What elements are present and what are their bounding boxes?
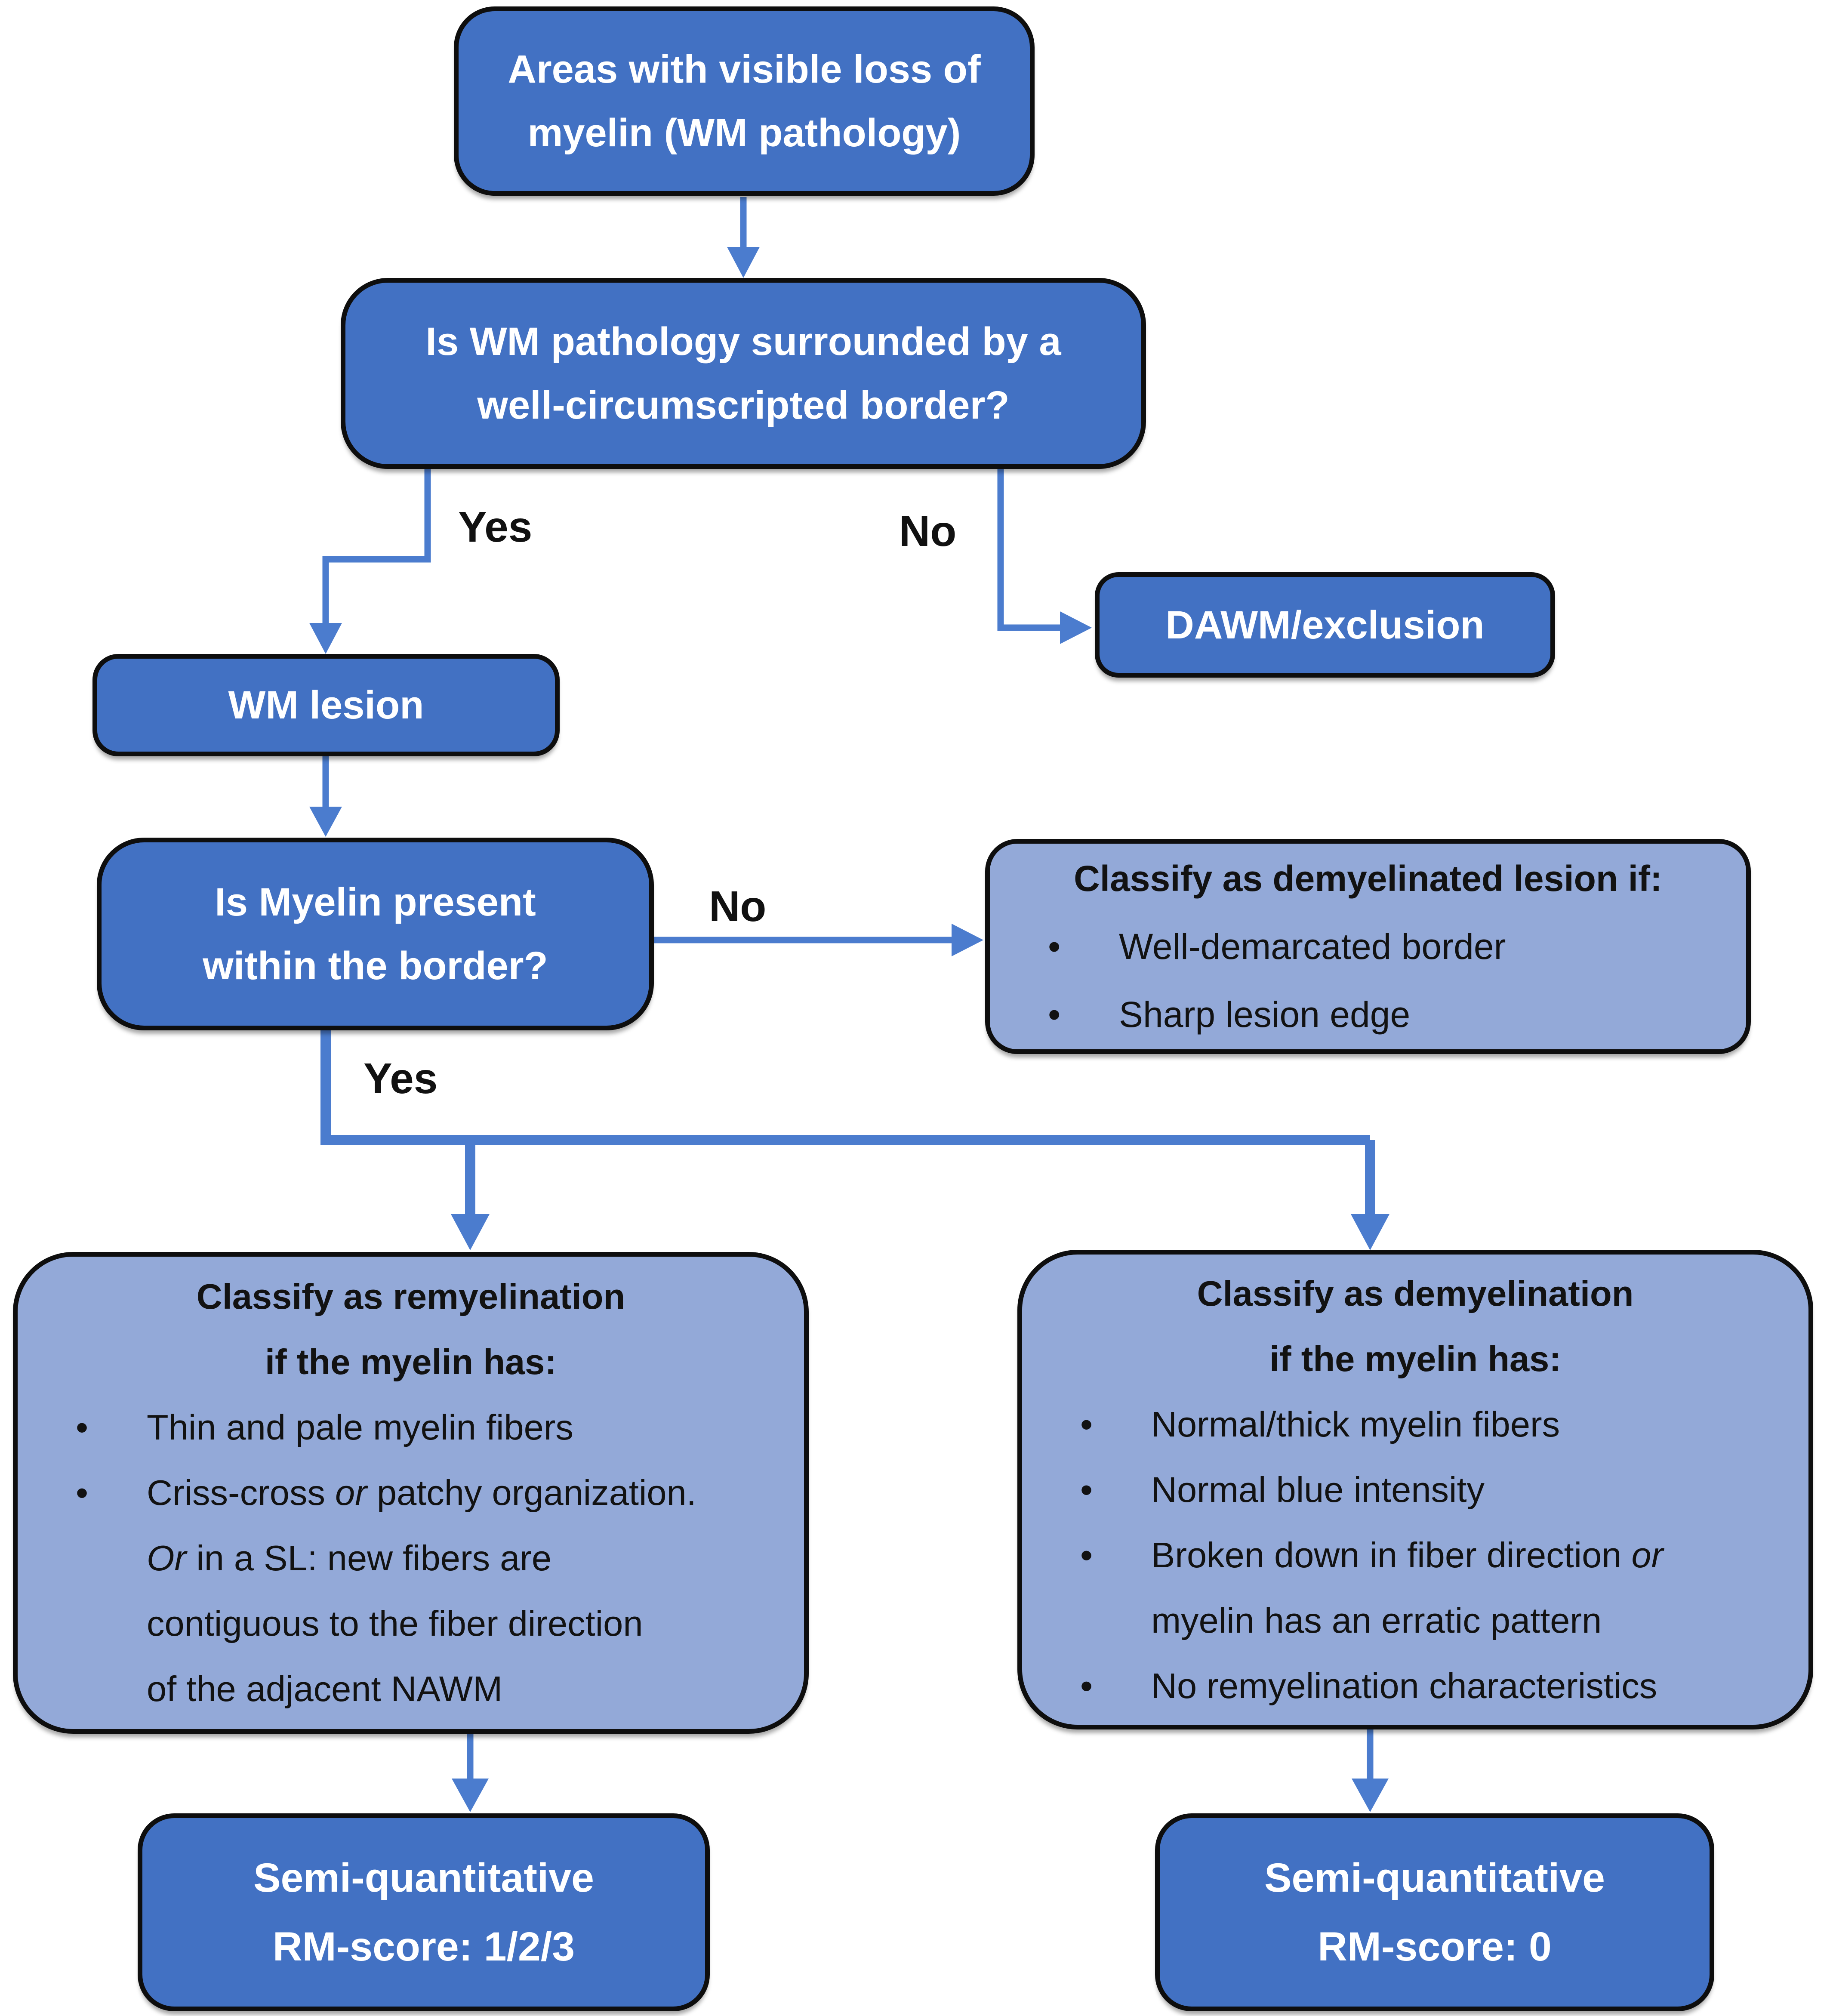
criteria-bullet: Normal/thick myelin fibers [1044,1392,1787,1457]
text-segment: in a SL: new fibers are [196,1538,552,1578]
text-segment-italic: Or [147,1538,187,1578]
arrow-no-to-demyelinated-lesion [653,924,983,956]
node-remyelination-criteria: Classify as remyelination if the myelin … [13,1252,809,1734]
arrow-areas-to-border-question [727,197,760,278]
connector-line [997,468,1061,631]
node-text-line: WM lesion [228,683,424,727]
text-segment: Criss-cross [147,1473,325,1513]
node-wm-lesion: WM lesion [92,654,560,756]
arrow-yes-to-wm-lesion [309,468,431,654]
node-text-line: within the border? [203,944,548,988]
connector-line [322,468,431,625]
criteria-continuation: Or in a SL: new fibers are [39,1526,782,1591]
node-demyelinated-lesion-criteria: Classify as demyelinated lesion if: Well… [985,839,1751,1054]
criteria-bullet: Criss-cross or patchy organization. [39,1460,782,1526]
node-myelin-question: Is Myelin present within the border? [97,838,654,1030]
arrowhead-down-icon [309,807,342,837]
criteria-bullet: Thin and pale myelin fibers [39,1395,782,1460]
arrow-no-to-dawm [997,468,1092,644]
criteria-title: if the myelin has: [265,1342,557,1382]
arrowhead-down-icon [451,1214,490,1250]
node-dawm-exclusion: DAWM/exclusion [1095,572,1555,678]
edge-label-yes-border-question: Yes [458,503,533,551]
arrowhead-down-icon [1352,1779,1389,1812]
arrowhead-down-icon [452,1779,489,1812]
node-text-line: RM-score: 0 [1318,1924,1552,1970]
criteria-title: Classify as demyelination [1197,1273,1634,1313]
text-segment: Broken down in fiber direction [1151,1535,1622,1575]
criteria-continuation: contiguous to the fiber direction [147,1603,643,1643]
node-text-line: DAWM/exclusion [1165,603,1485,647]
arrowhead-right-icon [952,924,983,956]
arrow-demyelination-to-score [1352,1729,1389,1812]
criteria-bullet: No remyelination characteristics [1044,1653,1787,1719]
criteria-continuation: myelin has an erratic pattern [1151,1600,1602,1640]
criteria-title: Classify as demyelinated lesion if: [1074,858,1662,899]
arrow-remyelination-to-score [452,1733,489,1812]
node-text-line: myelin (WM pathology) [527,111,961,155]
node-rm-score-0: Semi-quantitative RM-score: 0 [1155,1813,1714,2011]
node-areas-visible-loss: Areas with visible loss of myelin (WM pa… [454,6,1035,196]
criteria-bullet: Sharp lesion edge [1011,980,1725,1048]
edge-label-no-border-question: No [899,507,957,555]
criteria-continuation: of the adjacent NAWM [147,1669,503,1709]
node-rm-score-123: Semi-quantitative RM-score: 1/2/3 [138,1813,710,2011]
edge-label-no-myelin-question: No [709,882,767,931]
criteria-bullet: Normal blue intensity [1044,1457,1787,1523]
node-border-question: Is WM pathology surrounded by a well-cir… [341,278,1146,469]
node-text-line: Semi-quantitative [253,1855,594,1901]
yes-branch-split [320,1030,1389,1250]
criteria-title: if the myelin has: [1269,1338,1561,1379]
node-text-line: Is WM pathology surrounded by a [425,320,1061,364]
arrow-wm-lesion-to-myelin-question [309,755,342,837]
node-demyelination-criteria: Classify as demyelination if the myelin … [1017,1250,1813,1729]
text-segment-italic: or [1631,1535,1664,1575]
arrowhead-right-icon [1060,611,1092,644]
node-text-line: Semi-quantitative [1264,1855,1605,1901]
criteria-title: Classify as remyelination [196,1276,625,1316]
node-text-line: Is Myelin present [215,880,536,924]
text-segment: patchy organization. [376,1473,696,1513]
node-text-line: well-circumscripted border? [477,383,1010,427]
text-segment-italic: or [335,1473,367,1513]
arrowhead-down-icon [727,247,760,278]
node-text-line: RM-score: 1/2/3 [272,1924,575,1970]
connector-line [320,1030,1370,1145]
arrowhead-down-icon [1351,1214,1389,1250]
arrowhead-down-icon [309,623,342,654]
criteria-bullet: Broken down in fiber direction or [1044,1523,1787,1588]
edge-label-yes-myelin-question: Yes [364,1054,438,1103]
node-text-line: Areas with visible loss of [508,47,981,91]
criteria-bullet: Well-demarcated border [1011,912,1725,980]
